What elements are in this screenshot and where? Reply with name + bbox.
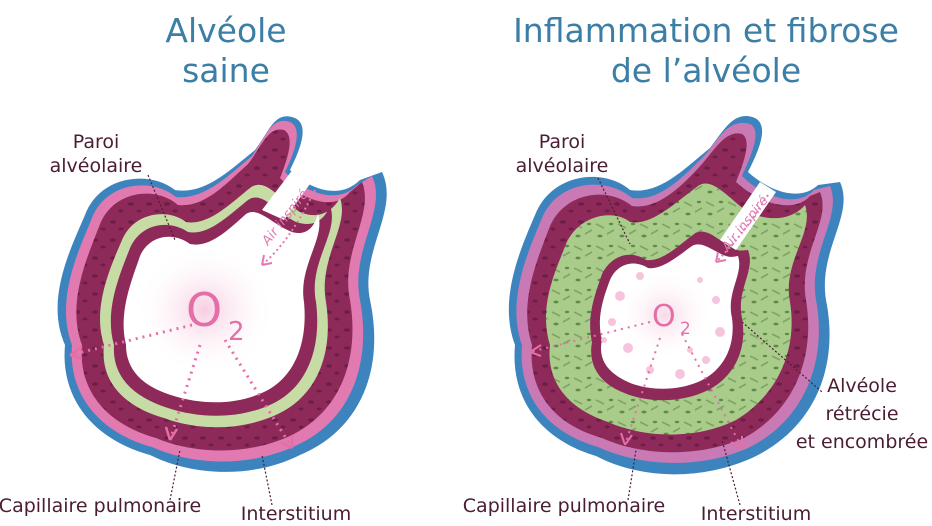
fibrosis-narrowed-label-line3: et encombrée: [796, 431, 928, 453]
fibrosis-capillary-label: Capillaire pulmonaire: [463, 495, 665, 517]
fibrosis-title-line2: de l’alvéole: [611, 51, 801, 90]
healthy-wall-label-line1: Paroi: [73, 131, 120, 153]
fibrosis-narrowed-label-line2: rétrécie: [825, 403, 898, 425]
fibrosis-interstitium-label: Interstitium: [701, 503, 812, 525]
healthy-o2-symbol: O: [186, 283, 222, 337]
healthy-capillary-label: Capillaire pulmonaire: [0, 495, 201, 517]
fibrosis-o2-subscript: 2: [680, 319, 691, 339]
healthy-o2-subscript: 2: [228, 317, 245, 347]
fibrosis-wall-label-line1: Paroi: [539, 131, 586, 153]
fibrosis-title-line1: Inflammation et fibrose: [513, 11, 899, 50]
healthy-title-line2: saine: [182, 51, 270, 90]
healthy-interstitium-label: Interstitium: [241, 503, 352, 525]
fibrosis-wall-label-line2: alvéolaire: [516, 155, 609, 177]
healthy-title-line1: Alvéole: [165, 11, 286, 50]
fibrosis-narrowed-label-line1: Alvéole: [827, 375, 897, 397]
healthy-wall-label-line2: alvéolaire: [50, 155, 143, 177]
fibrosis-o2-symbol: O: [652, 299, 676, 334]
